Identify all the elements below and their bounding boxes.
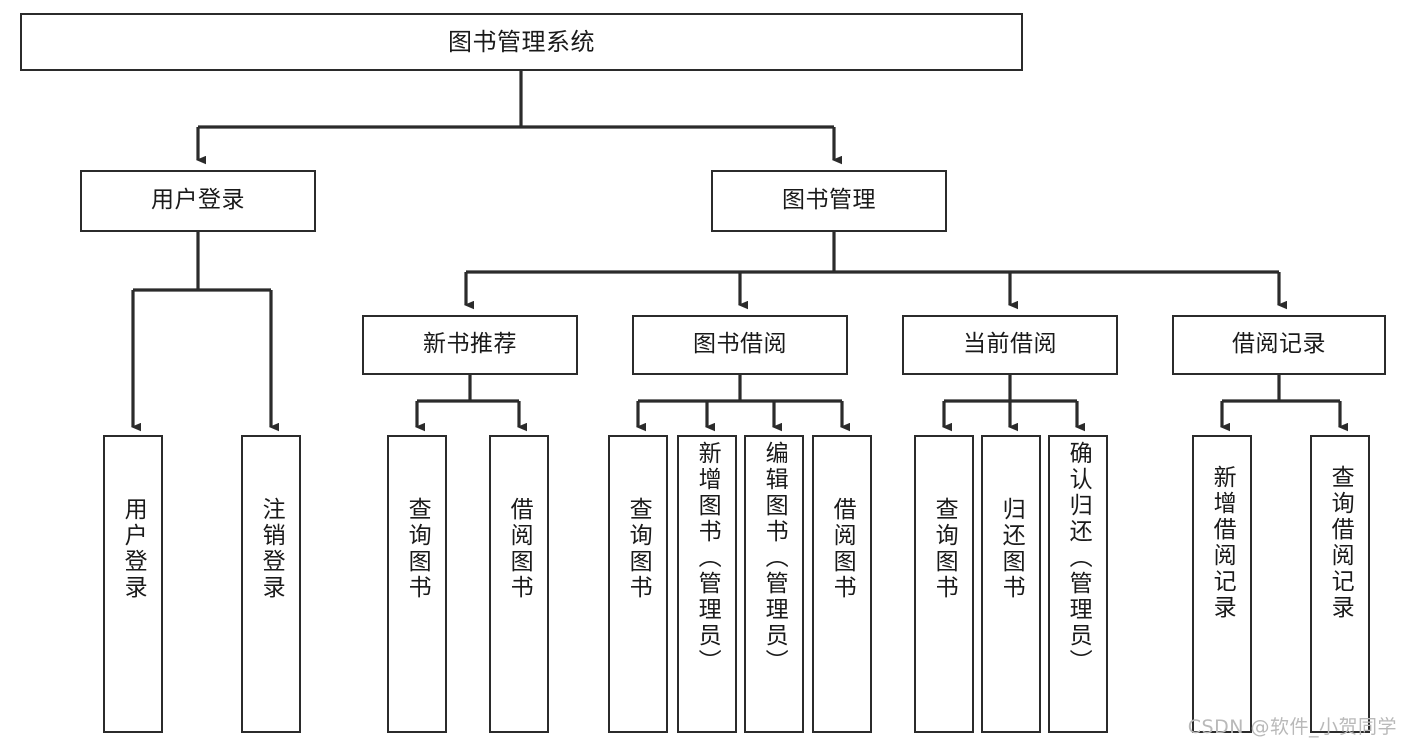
leaf-borrow-book-1-label: 借阅图书: [506, 497, 533, 601]
leaf-logout-label: 注销登录: [258, 497, 285, 601]
node-book-borrow[interactable]: 图书借阅: [632, 315, 848, 375]
leaf-confirm-return[interactable]: 确认归还（管理员）: [1048, 435, 1108, 733]
leaf-query-book-1-label: 查询图书: [404, 497, 431, 601]
leaf-query-book-3[interactable]: 查询图书: [914, 435, 974, 733]
leaf-return-book[interactable]: 归还图书: [981, 435, 1041, 733]
leaf-query-book-1[interactable]: 查询图书: [387, 435, 447, 733]
node-book-management[interactable]: 图书管理: [711, 170, 947, 232]
node-new-book-recommend-label: 新书推荐: [423, 331, 517, 358]
node-borrow-record-label: 借阅记录: [1232, 331, 1326, 358]
leaf-query-book-2[interactable]: 查询图书: [608, 435, 668, 733]
leaf-user-login[interactable]: 用户登录: [103, 435, 163, 733]
leaf-add-record-label: 新增借阅记录: [1209, 465, 1236, 621]
watermark: CSDN @软件_小贺同学: [1187, 716, 1397, 738]
node-borrow-record[interactable]: 借阅记录: [1172, 315, 1386, 375]
node-root[interactable]: 图书管理系统: [20, 13, 1023, 71]
node-root-label: 图书管理系统: [448, 27, 595, 56]
leaf-query-record[interactable]: 查询借阅记录: [1310, 435, 1370, 733]
leaf-confirm-return-label: 确认归还（管理员）: [1065, 441, 1092, 675]
node-user-login-label: 用户登录: [151, 187, 245, 214]
leaf-edit-book-label: 编辑图书（管理员）: [761, 441, 788, 675]
node-current-borrow-label: 当前借阅: [963, 331, 1057, 358]
leaf-query-book-2-label: 查询图书: [625, 497, 652, 601]
leaf-query-record-label: 查询借阅记录: [1327, 465, 1354, 621]
leaf-query-book-3-label: 查询图书: [931, 497, 958, 601]
leaf-edit-book[interactable]: 编辑图书（管理员）: [744, 435, 804, 733]
node-user-login[interactable]: 用户登录: [80, 170, 316, 232]
node-book-management-label: 图书管理: [782, 187, 876, 214]
leaf-add-record[interactable]: 新增借阅记录: [1192, 435, 1252, 733]
leaf-add-book-label: 新增图书（管理员）: [694, 441, 721, 675]
node-new-book-recommend[interactable]: 新书推荐: [362, 315, 578, 375]
node-book-borrow-label: 图书借阅: [693, 331, 787, 358]
leaf-borrow-book-2-label: 借阅图书: [829, 497, 856, 601]
leaf-borrow-book-1[interactable]: 借阅图书: [489, 435, 549, 733]
node-current-borrow[interactable]: 当前借阅: [902, 315, 1118, 375]
leaf-user-login-label: 用户登录: [120, 497, 147, 601]
leaf-logout[interactable]: 注销登录: [241, 435, 301, 733]
leaf-return-book-label: 归还图书: [998, 497, 1025, 601]
leaf-borrow-book-2[interactable]: 借阅图书: [812, 435, 872, 733]
leaf-add-book[interactable]: 新增图书（管理员）: [677, 435, 737, 733]
